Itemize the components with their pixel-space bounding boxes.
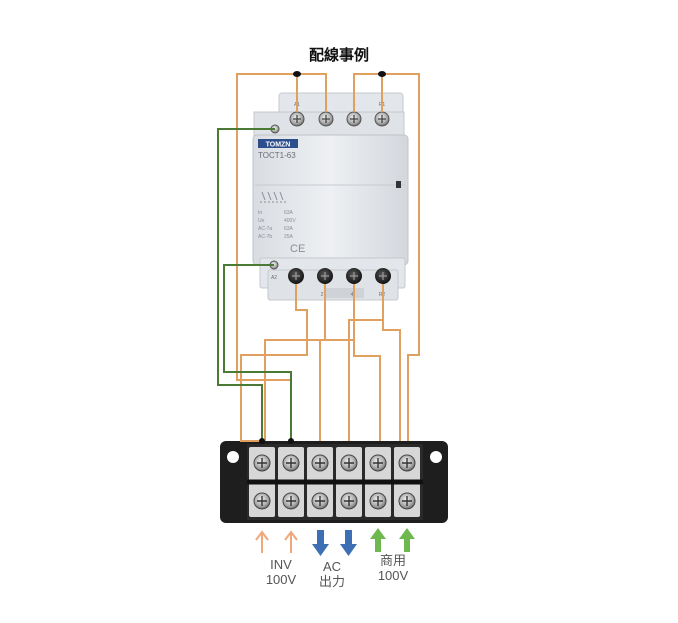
green-wires	[217, 128, 292, 441]
mount-hole-right	[430, 451, 442, 463]
wire-coil-a1	[217, 128, 275, 441]
bottom-screws	[269, 260, 391, 284]
spec-value-4: 25A	[284, 234, 294, 240]
wire-commercial-2	[382, 284, 401, 441]
spec-2: Ue	[258, 218, 265, 224]
spec-value-2: 400V	[284, 218, 296, 224]
indicator-window	[396, 181, 401, 188]
arrow-up-icon	[399, 528, 415, 552]
ce-mark: CE	[290, 243, 305, 255]
contact-symbols	[260, 191, 288, 203]
commercial-label: 商用 100V	[368, 553, 418, 583]
arrows	[255, 528, 415, 556]
terminal-screws-bottom	[253, 492, 416, 510]
ac-arrows	[312, 530, 357, 556]
terminal-label-a2: A2	[271, 275, 277, 281]
junction-dots	[259, 71, 386, 444]
model-text: TOCT1-63	[258, 151, 296, 160]
spec-value-1: 63A	[284, 210, 294, 216]
arrow-up-icon	[370, 528, 386, 552]
arrow-up-icon	[255, 530, 269, 553]
mount-hole-left	[227, 451, 239, 463]
spec-1: In	[258, 210, 262, 216]
terminal-label-4: 4	[351, 292, 354, 298]
ac-label-line2: 出力	[318, 574, 345, 589]
inv-label-line2: 100V	[265, 572, 297, 587]
wire-commercial-1	[353, 284, 381, 441]
ac-output-label: AC 出力	[307, 559, 357, 589]
brand-text: TOMZN	[266, 142, 291, 149]
spec-value-3: 63A	[284, 226, 294, 232]
wire-bottom-2	[240, 284, 308, 442]
ac-label-line1: AC	[322, 559, 342, 574]
inv-label-line1: INV	[270, 557, 292, 572]
page-title: 配線事例	[308, 46, 369, 64]
terminal-block	[220, 441, 448, 523]
commercial-label-line1: 商用	[379, 553, 406, 568]
terminal-label-2: 2	[321, 292, 324, 298]
wire-commercial-to-3-r1	[353, 73, 420, 441]
wire-coil-a2	[223, 264, 292, 441]
wire-bottom-a	[264, 284, 326, 441]
commercial-arrows	[370, 528, 415, 552]
inv-arrows	[255, 530, 298, 553]
din-clip	[324, 288, 364, 298]
arrow-down-icon	[340, 530, 357, 556]
brand-badge	[258, 139, 298, 148]
spec-3: AC-7a	[258, 226, 272, 232]
arrow-up-icon	[284, 530, 298, 553]
arrow-down-icon	[312, 530, 329, 556]
contactor: TOMZN TOCT1-63 In Ue AC-7a AC-7b 63A 400…	[252, 92, 409, 301]
spec-4: AC-7b	[258, 234, 272, 240]
wire-bridge-1	[297, 73, 327, 112]
terminal-screws-top	[253, 454, 416, 472]
commercial-label-line2: 100V	[377, 568, 409, 583]
inv-label: INV 100V	[256, 557, 306, 587]
